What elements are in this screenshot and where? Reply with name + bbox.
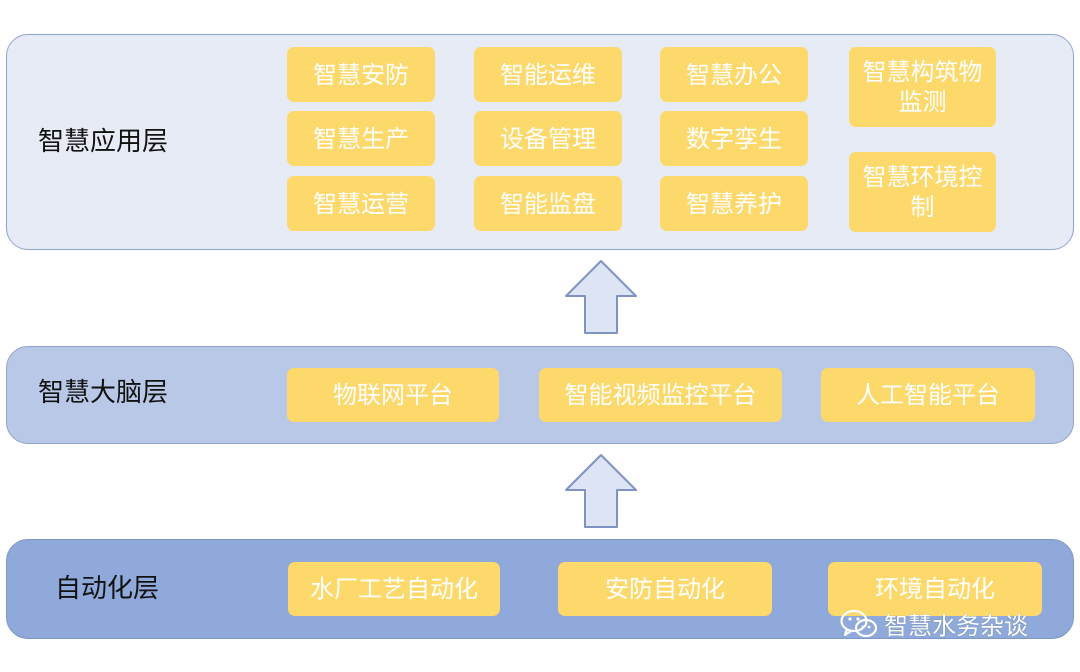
watermark-text: 智慧水务杂谈: [884, 612, 1028, 640]
wechat-icon: [840, 609, 878, 637]
watermark: 智慧水务杂谈: [840, 606, 1028, 641]
app-item-smart-upkeep: 智慧养护: [660, 176, 808, 231]
app-item-smart-operation: 智慧运营: [287, 176, 435, 231]
up-arrow-icon: [565, 260, 637, 334]
auto-item-process-automation: 水厂工艺自动化: [288, 562, 500, 616]
brain-item-iot-platform: 物联网平台: [287, 368, 499, 422]
app-item-equipment-management: 设备管理: [474, 111, 622, 166]
app-item-structure-monitoring: 智慧构筑物监测: [849, 47, 996, 127]
app-item-smart-office: 智慧办公: [660, 47, 808, 102]
automation-layer-label: 自动化层: [55, 574, 160, 604]
app-item-smart-monitoring-panel: 智能监盘: [474, 176, 622, 231]
app-item-smart-security: 智慧安防: [287, 47, 435, 102]
up-arrow-icon: [565, 454, 637, 528]
app-item-smart-production: 智慧生产: [287, 111, 435, 166]
brain-item-ai-platform: 人工智能平台: [821, 368, 1035, 422]
auto-item-security-automation: 安防自动化: [558, 562, 772, 616]
application-layer-label: 智慧应用层: [38, 127, 169, 157]
brain-item-video-surveillance-platform: 智能视频监控平台: [539, 368, 782, 422]
app-item-digital-twin: 数字孪生: [660, 111, 808, 166]
brain-layer-label: 智慧大脑层: [38, 378, 169, 408]
auto-item-environment-automation: 环境自动化: [828, 562, 1042, 616]
app-item-smart-maintenance: 智能运维: [474, 47, 622, 102]
app-item-environment-control: 智慧环境控制: [849, 152, 996, 232]
